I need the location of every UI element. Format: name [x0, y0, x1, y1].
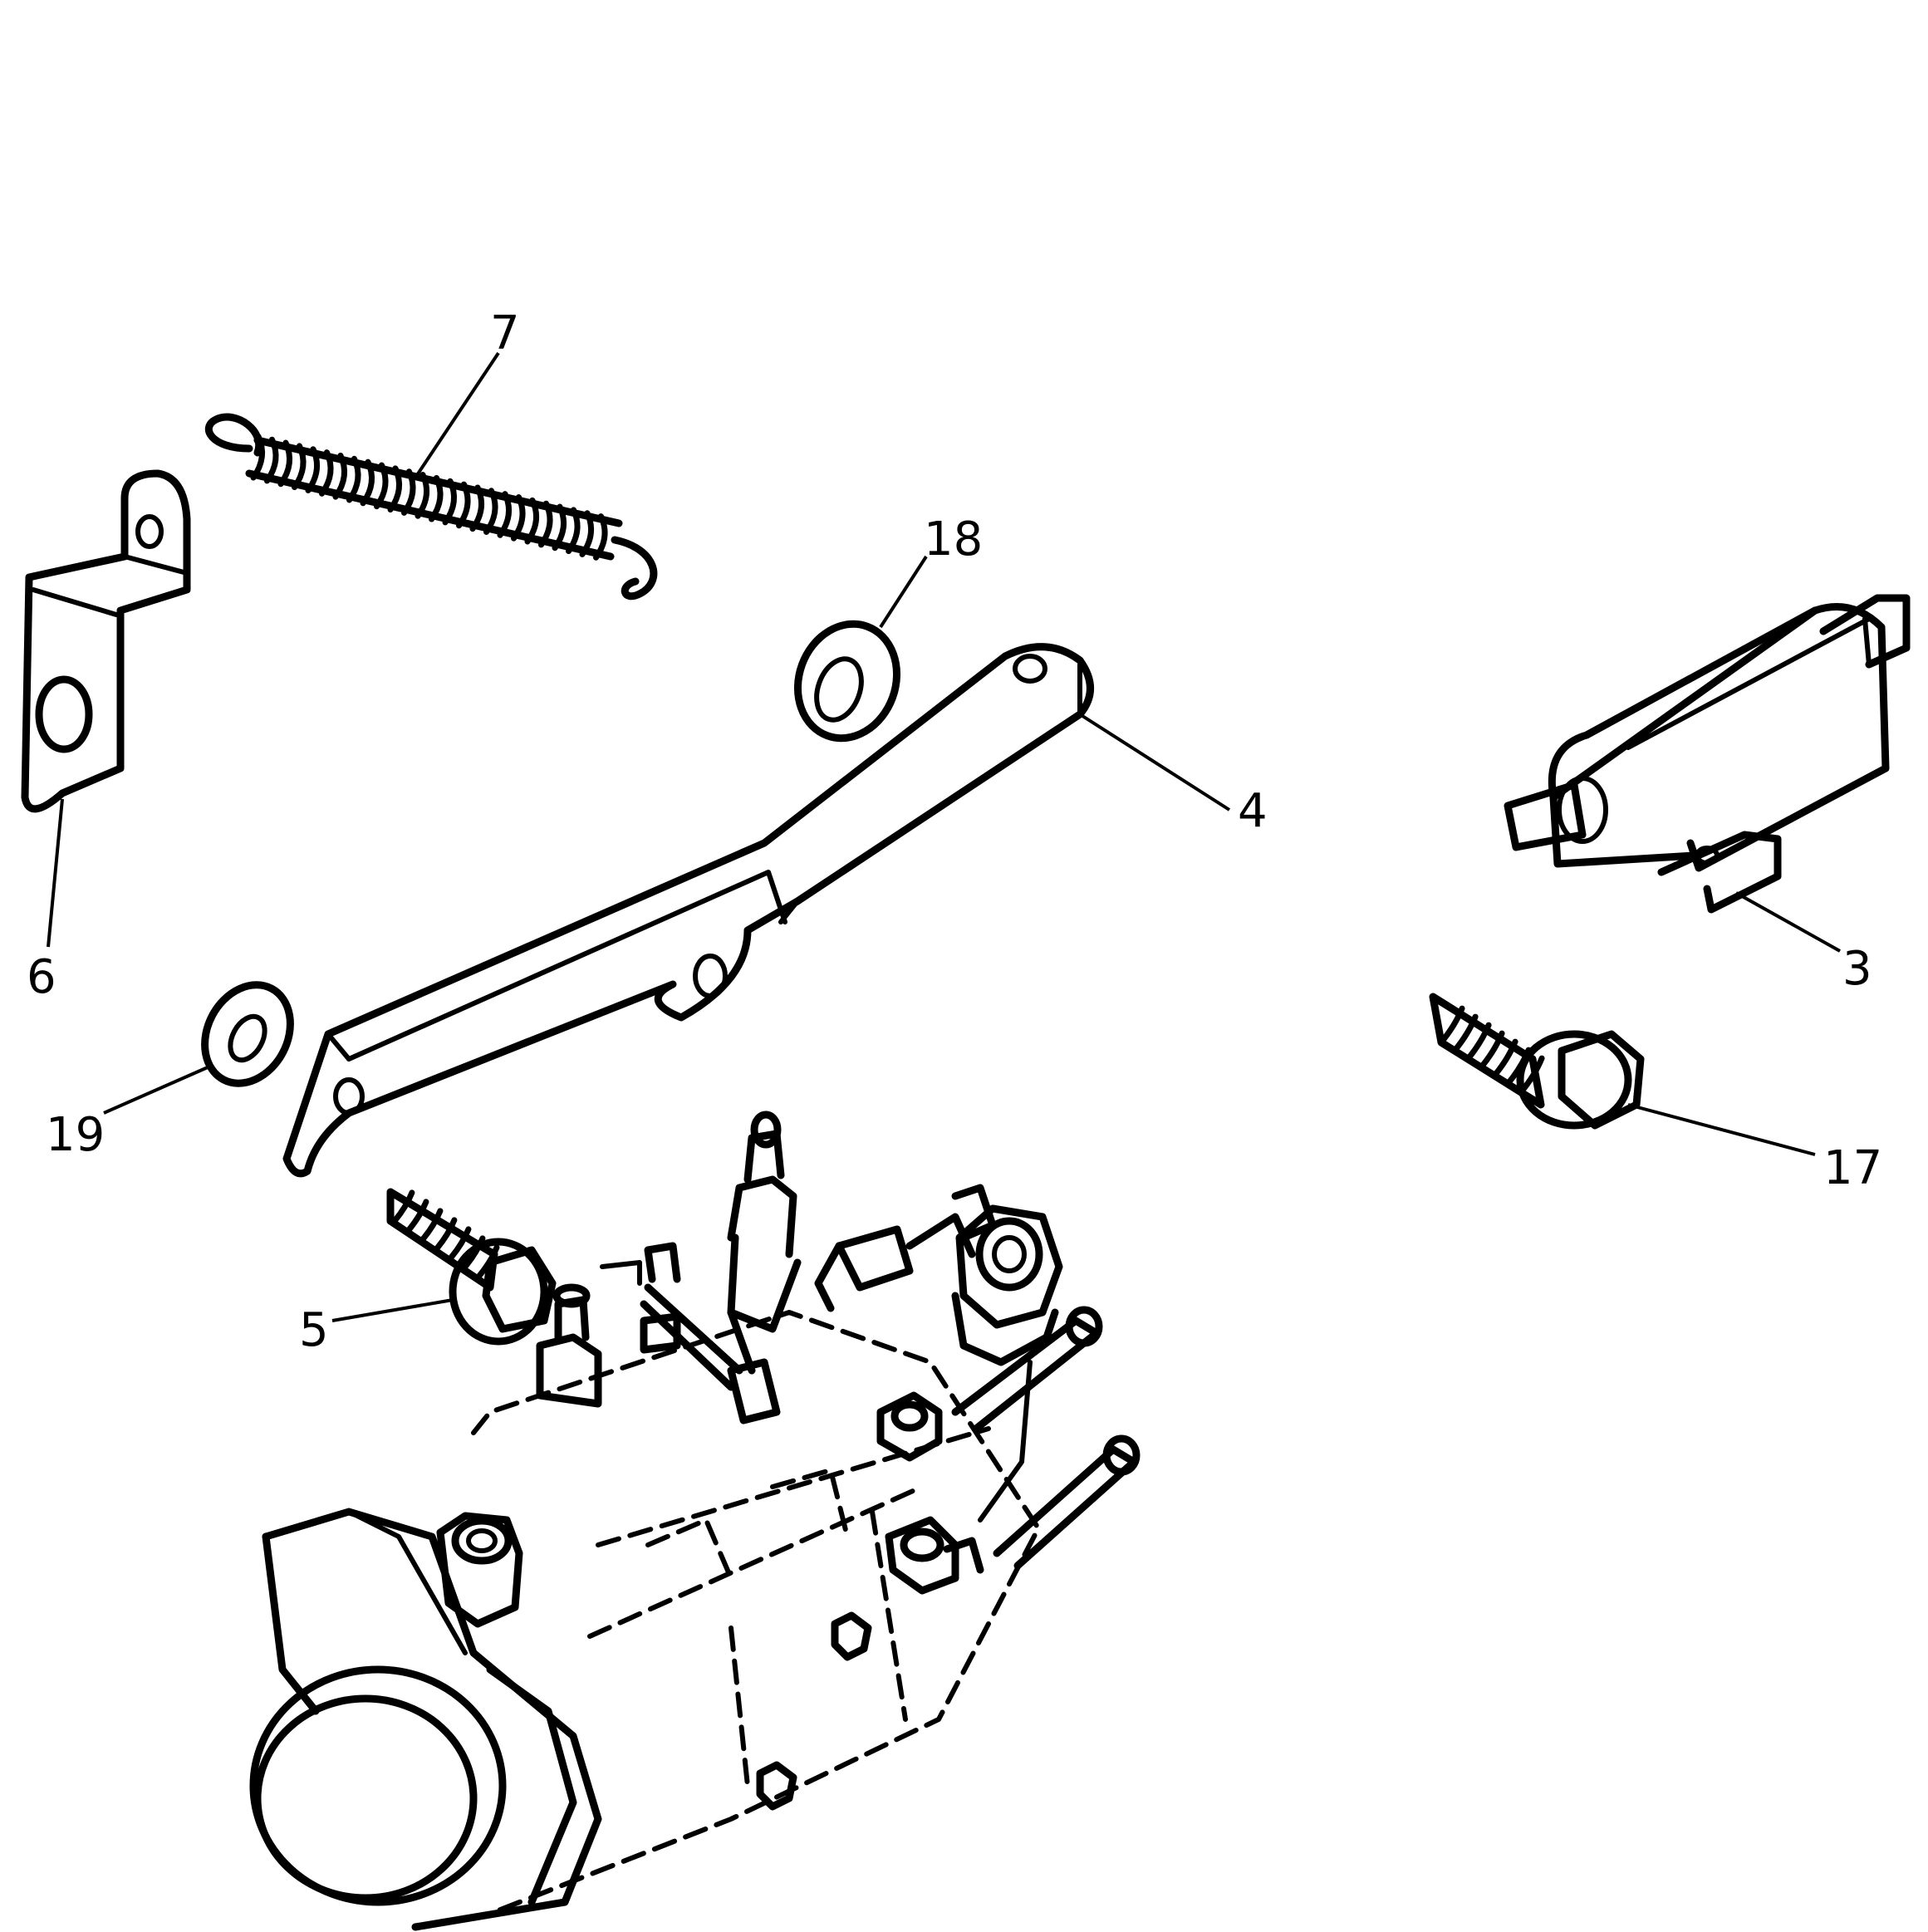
callout-labels: 7 18 6 4 3 19 17 5 [27, 306, 1882, 1357]
coils-stroke [497, 491, 513, 538]
threads-right-stroke [1464, 1022, 1492, 1062]
coils-stroke [511, 494, 526, 542]
coils-stroke [346, 455, 361, 503]
threads-right-stroke [1478, 1030, 1505, 1071]
washer-bottom-part [201, 981, 294, 1087]
coils-stroke [264, 436, 279, 484]
threads-left-stroke [419, 1208, 444, 1243]
threads-right-stroke [1491, 1038, 1518, 1079]
bracket-part [21, 469, 191, 813]
threads-left-stroke [448, 1226, 472, 1261]
callout-5: 5 [299, 1303, 329, 1357]
coils-stroke [469, 484, 485, 532]
coils-stroke [524, 497, 540, 545]
coils-stroke [429, 474, 444, 522]
washer-top-part [793, 620, 901, 743]
callout-6: 6 [27, 950, 56, 1004]
bolt-right-part [1429, 993, 1645, 1130]
fuel-injection-pump [249, 1111, 1141, 1931]
lever-part [282, 643, 1094, 1178]
coils-stroke [579, 510, 595, 557]
coils-stroke [277, 439, 293, 488]
threads-right-stroke [1451, 1013, 1479, 1054]
threads-left-stroke [405, 1199, 429, 1233]
callout-7: 7 [490, 306, 520, 360]
coils-stroke [250, 433, 266, 481]
bolt-left-threads [391, 1189, 500, 1279]
callout-4: 4 [1238, 784, 1268, 838]
leader-lines [47, 351, 1841, 1322]
coils-stroke [552, 503, 567, 552]
coils-stroke [332, 452, 348, 500]
coils-stroke [442, 478, 458, 526]
coils-stroke [593, 513, 608, 561]
bolt-left-part [386, 1188, 557, 1346]
threads-right-stroke [1438, 1005, 1465, 1046]
threads-left-stroke [391, 1189, 415, 1224]
coils-stroke [456, 481, 471, 529]
coils-stroke [305, 446, 321, 493]
spring-coils [250, 433, 608, 561]
threads-left-stroke [434, 1217, 458, 1252]
callout-17: 17 [1823, 1141, 1882, 1195]
coils-stroke [360, 458, 375, 507]
coils-stroke [319, 449, 334, 497]
solenoid-part [1504, 594, 1911, 914]
coils-stroke [415, 472, 430, 519]
coils-stroke [566, 507, 581, 555]
coils-stroke [374, 462, 389, 510]
coils-stroke [292, 443, 307, 491]
bolt-right-threads [1438, 1005, 1545, 1096]
callout-3: 3 [1842, 942, 1872, 996]
callout-18: 18 [924, 512, 983, 566]
spring-part [204, 413, 658, 601]
coils-stroke [387, 465, 403, 512]
callout-19: 19 [46, 1108, 105, 1162]
coils-stroke [401, 468, 416, 516]
coils-stroke [483, 488, 498, 535]
coils-stroke [538, 500, 553, 548]
